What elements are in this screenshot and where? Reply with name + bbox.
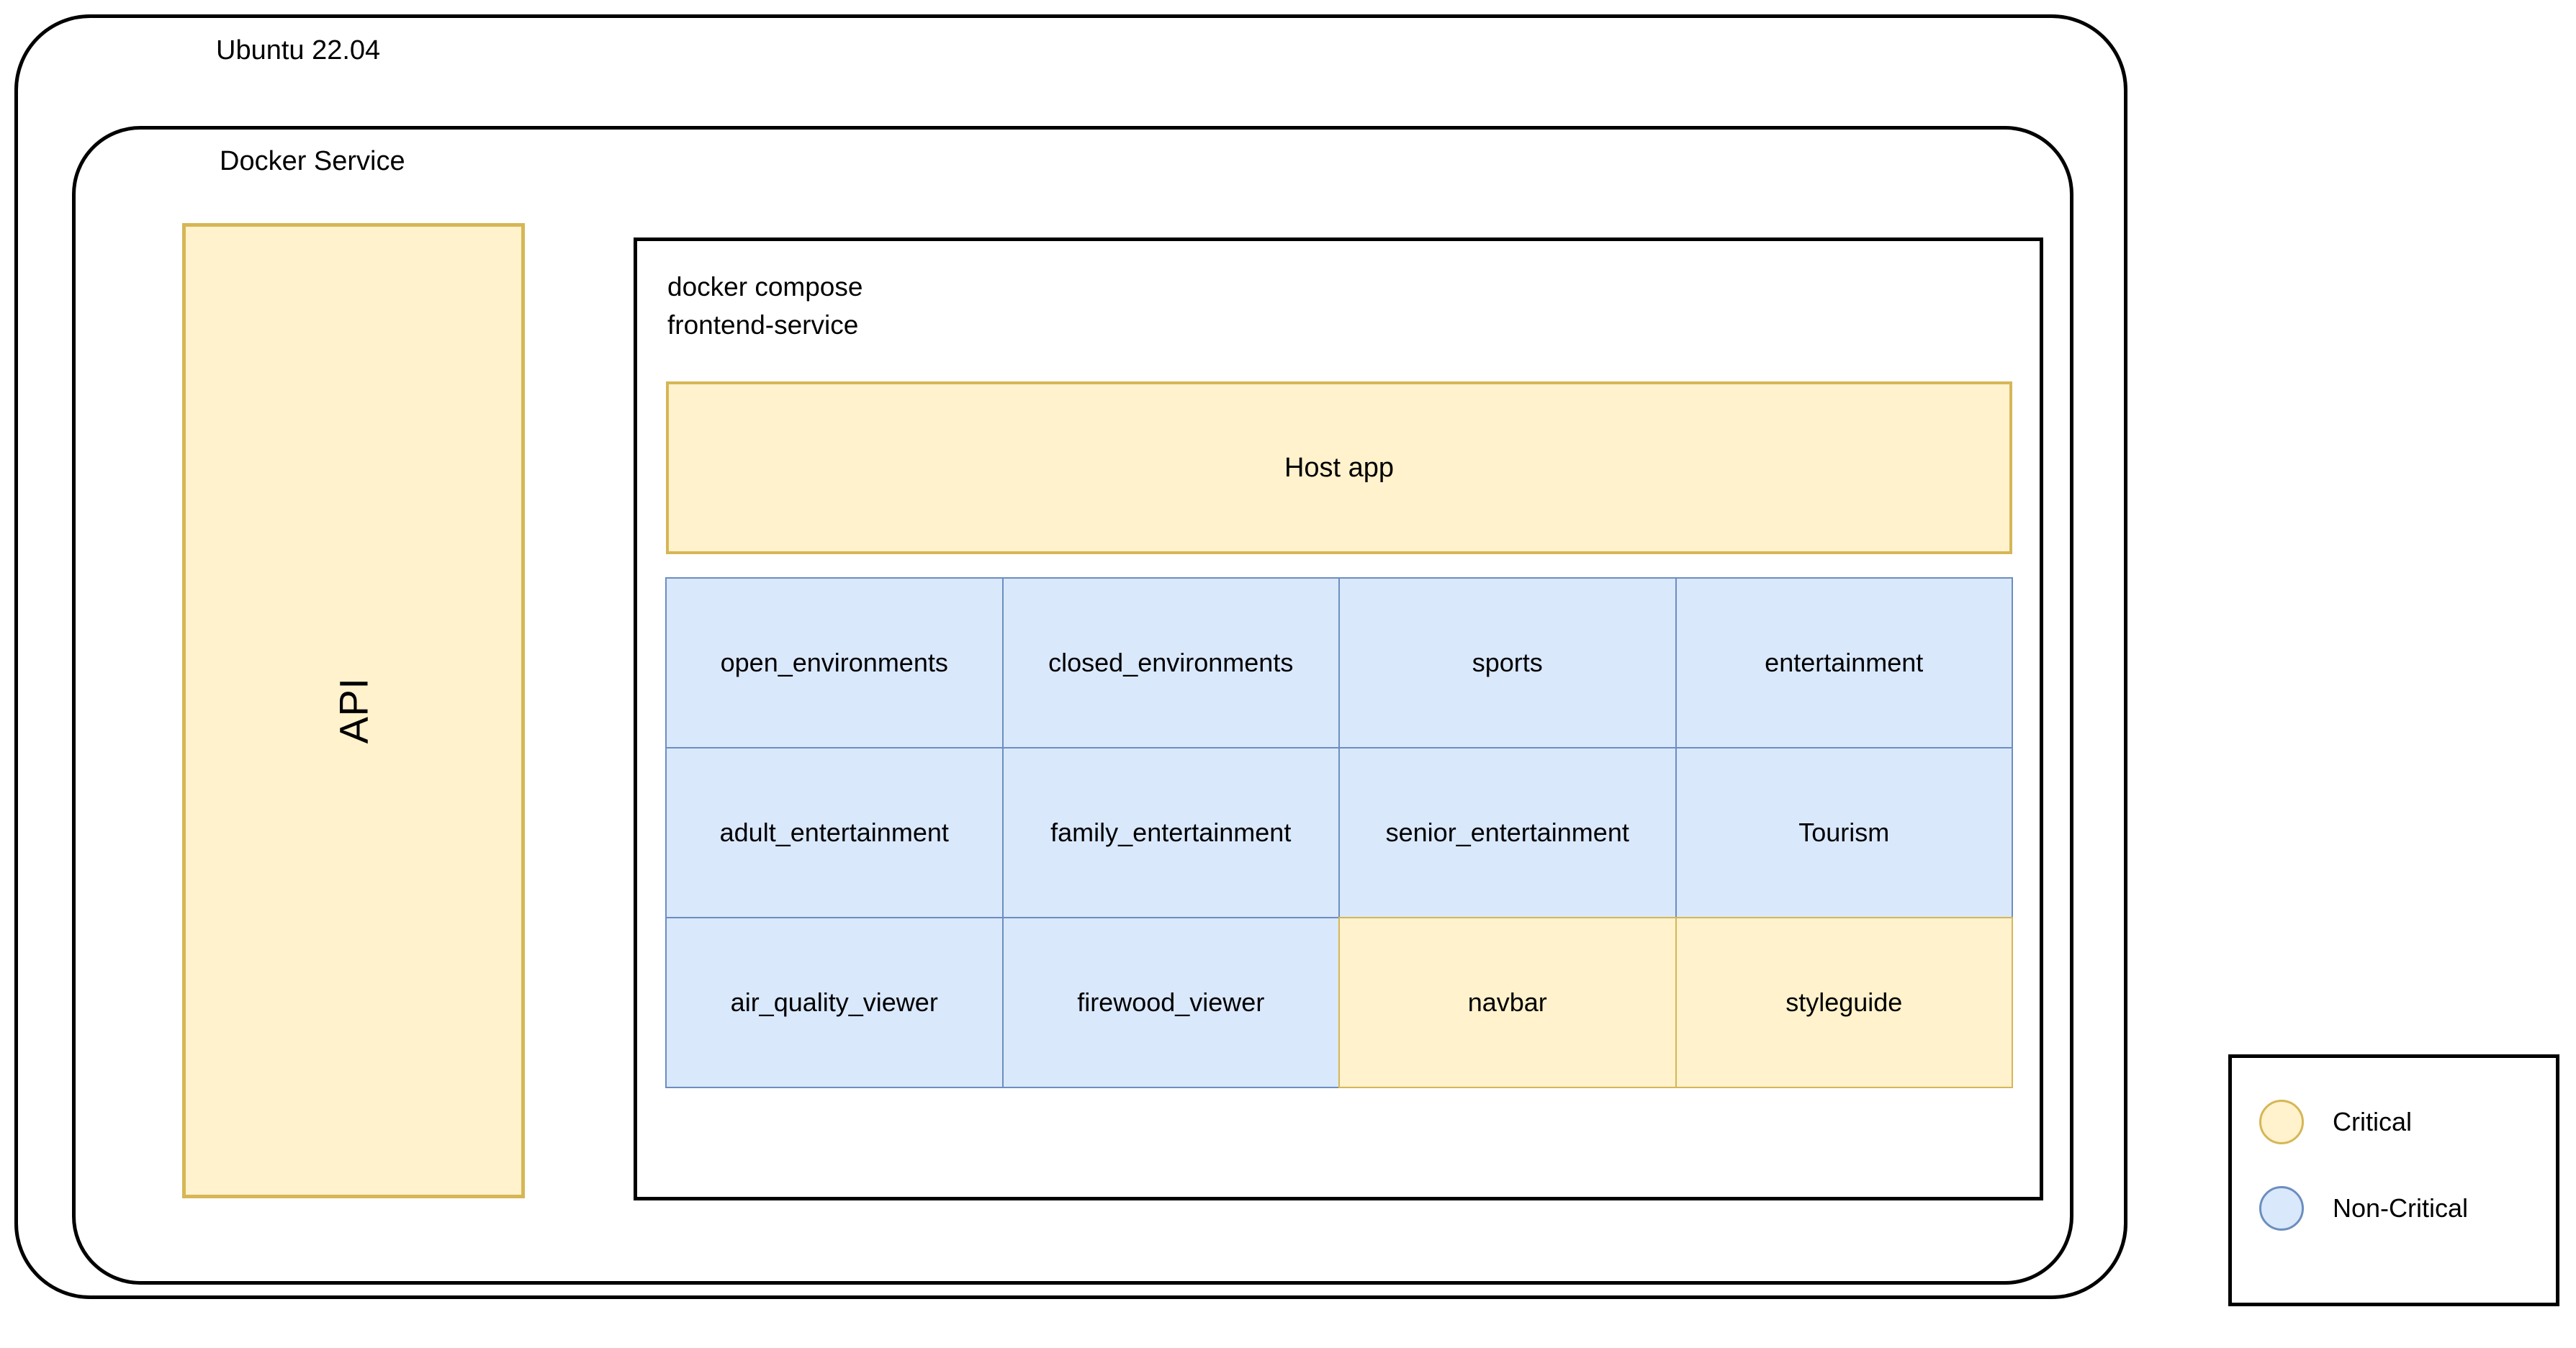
- docker-service-label: Docker Service: [220, 146, 405, 176]
- docker-compose-panel: docker compose frontend-service Host app…: [634, 238, 2043, 1200]
- service-cell: styleguide: [1675, 917, 2013, 1088]
- host-os-label: Ubuntu 22.04: [216, 35, 381, 65]
- service-cell: closed_environments: [1001, 577, 1340, 748]
- legend-swatch-noncritical-icon: [2259, 1186, 2304, 1231]
- legend-item-label: Critical: [2333, 1107, 2413, 1136]
- service-cell: entertainment: [1675, 577, 2013, 748]
- api-box: API: [182, 223, 525, 1198]
- service-cell: open_environments: [665, 577, 1004, 748]
- api-label: API: [330, 677, 377, 744]
- docker-compose-label-line2: frontend-service: [667, 309, 859, 340]
- service-cell: air_quality_viewer: [665, 917, 1004, 1088]
- legend-item: Non-Critical: [2259, 1186, 2468, 1231]
- service-cell: sports: [1338, 577, 1677, 748]
- service-cell: senior_entertainment: [1338, 747, 1677, 918]
- docker-compose-label-line1: docker compose: [667, 272, 863, 302]
- service-cell: navbar: [1338, 917, 1677, 1088]
- service-cell: family_entertainment: [1001, 747, 1340, 918]
- host-os-container: [14, 14, 2127, 1299]
- api-label-wrapper: API: [186, 227, 521, 1195]
- legend-item: Critical: [2259, 1100, 2412, 1144]
- host-app-box: Host app: [666, 381, 2012, 554]
- service-cell: Tourism: [1675, 747, 2013, 918]
- legend-item-label: Non-Critical: [2333, 1193, 2469, 1223]
- docker-compose-label: docker compose frontend-service: [667, 268, 863, 344]
- legend-swatch-critical-icon: [2259, 1100, 2304, 1144]
- docker-service-container: [72, 126, 2073, 1285]
- service-cell: adult_entertainment: [665, 747, 1004, 918]
- service-cell: firewood_viewer: [1001, 917, 1340, 1088]
